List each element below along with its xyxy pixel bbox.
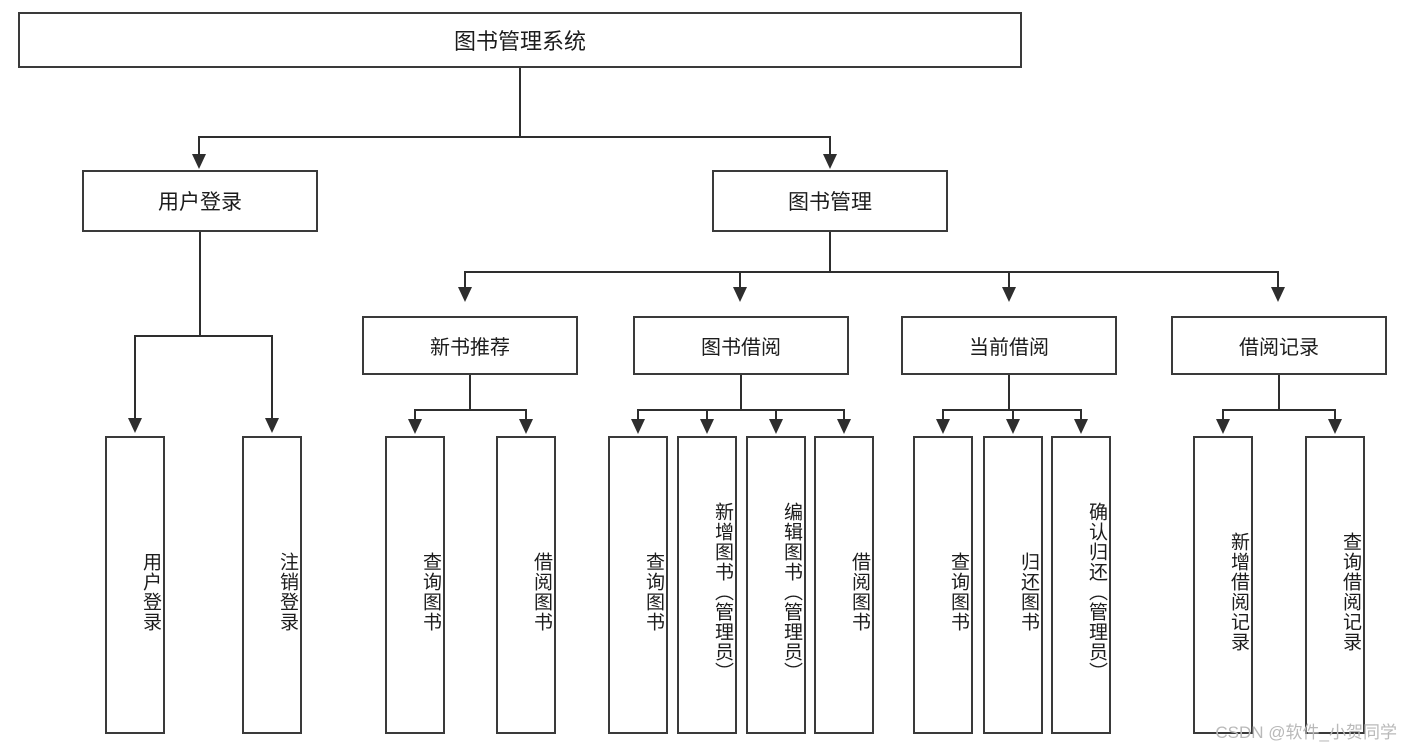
connector-book-borrow-child-1 [637,409,639,421]
node-book-borrow[interactable]: 图书借阅 [633,316,849,375]
node-new-book-recommend[interactable]: 新书推荐 [362,316,578,375]
connector-new-book-stem [469,375,471,410]
leaf-current-query-book[interactable]: 查询图书 [913,436,973,734]
connector-to-new-book [464,271,466,289]
node-user-login[interactable]: 用户登录 [82,170,318,232]
connector-to-current-borrow [1008,271,1010,289]
arrow-to-book-borrow [733,287,747,302]
connector-book-borrow-child-4 [843,409,845,421]
connector-current-borrow-child-3 [1080,409,1082,421]
node-book-management[interactable]: 图书管理 [712,170,948,232]
node-label: 借阅图书 [849,552,870,632]
node-label: 新增借阅记录 [1228,532,1249,652]
connector-user-login-bus [134,335,272,337]
connector-book-borrow-stem [740,375,742,410]
connector-book-borrow-child-2 [706,409,708,421]
node-label: 图书管理 [788,191,872,214]
node-label: 用户登录 [140,552,161,632]
arrow-to-book-manage [823,154,837,169]
leaf-record-add-record[interactable]: 新增借阅记录 [1193,436,1253,734]
arrow-to-new-book [458,287,472,302]
leaf-borrow-borrow-book[interactable]: 借阅图书 [814,436,874,734]
connector-current-borrow-child-1 [942,409,944,421]
connector-to-user-login [198,136,200,156]
node-label: 归还图书 [1018,552,1039,632]
node-label: 新增图书（管理员） [712,502,733,682]
arrow-current-borrow-child-2 [1006,419,1020,434]
connector-level3-bus [464,271,1279,273]
connector-user-login-stem [199,232,201,336]
connector-to-book-borrow [739,271,741,289]
arrow-to-current-borrow [1002,287,1016,302]
connector-book-manage-stem [829,232,831,272]
node-label: 确认归还（管理员） [1086,502,1107,682]
leaf-recommend-query-book[interactable]: 查询图书 [385,436,445,734]
node-label: 图书借阅 [701,337,781,359]
leaf-logout[interactable]: 注销登录 [242,436,302,734]
connector-new-book-child-1 [414,409,416,421]
leaf-recommend-borrow-book[interactable]: 借阅图书 [496,436,556,734]
arrow-current-borrow-child-3 [1074,419,1088,434]
leaf-current-return-book[interactable]: 归还图书 [983,436,1043,734]
arrow-current-borrow-child-1 [936,419,950,434]
node-label: 查询图书 [420,552,441,632]
node-label: 查询图书 [643,552,664,632]
arrow-book-borrow-child-4 [837,419,851,434]
arrow-user-login-child-1 [128,418,142,433]
connector-book-borrow-child-3 [775,409,777,421]
node-label: 新书推荐 [430,337,510,359]
connector-new-book-bus [414,409,526,411]
connector-borrow-record-stem [1278,375,1280,410]
arrow-book-borrow-child-1 [631,419,645,434]
arrow-borrow-record-child-2 [1328,419,1342,434]
connector-to-borrow-record [1277,271,1279,289]
leaf-current-confirm-return-admin[interactable]: 确认归还（管理员） [1051,436,1111,734]
arrow-new-book-child-2 [519,419,533,434]
node-borrow-record[interactable]: 借阅记录 [1171,316,1387,375]
node-label: 借阅记录 [1239,337,1319,359]
connector-user-login-child-1 [134,335,136,420]
node-label: 借阅图书 [531,552,552,632]
leaf-borrow-query-book[interactable]: 查询图书 [608,436,668,734]
connector-new-book-child-2 [525,409,527,421]
node-label: 图书管理系统 [453,29,586,54]
leaf-record-query-record[interactable]: 查询借阅记录 [1305,436,1365,734]
node-current-borrow[interactable]: 当前借阅 [901,316,1117,375]
connector-book-borrow-bus [637,409,845,411]
connector-to-book-manage [829,136,831,156]
node-label: 编辑图书（管理员） [781,502,802,682]
leaf-borrow-add-book-admin[interactable]: 新增图书（管理员） [677,436,737,734]
arrow-to-user-login [192,154,206,169]
connector-user-login-child-2 [271,335,273,420]
arrow-new-book-child-1 [408,419,422,434]
arrow-book-borrow-child-2 [700,419,714,434]
connector-root-stem [519,68,521,137]
arrow-book-borrow-child-3 [769,419,783,434]
connector-current-borrow-child-2 [1012,409,1014,421]
node-root-library-system[interactable]: 图书管理系统 [18,12,1022,68]
connector-borrow-record-child-2 [1334,409,1336,421]
connector-borrow-record-child-1 [1222,409,1224,421]
node-label: 当前借阅 [969,337,1049,359]
node-label: 用户登录 [158,191,242,214]
connector-root-bus [198,136,831,138]
leaf-user-login[interactable]: 用户登录 [105,436,165,734]
node-label: 查询图书 [948,552,969,632]
arrow-borrow-record-child-1 [1216,419,1230,434]
node-label: 查询借阅记录 [1340,532,1361,652]
arrow-to-borrow-record [1271,287,1285,302]
arrow-user-login-child-2 [265,418,279,433]
connector-current-borrow-stem [1008,375,1010,410]
node-label: 注销登录 [277,552,298,632]
connector-current-borrow-bus [942,409,1081,411]
connector-borrow-record-bus [1222,409,1335,411]
leaf-borrow-edit-book-admin[interactable]: 编辑图书（管理员） [746,436,806,734]
